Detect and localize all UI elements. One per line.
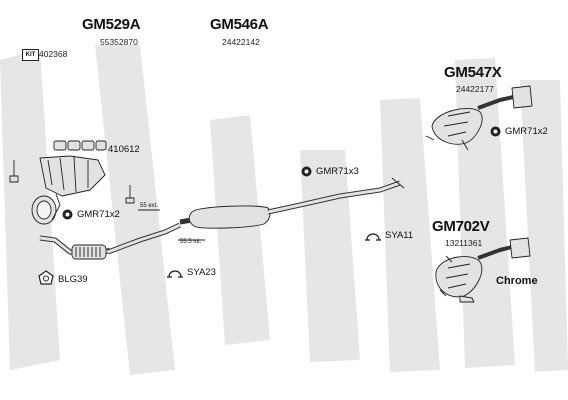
group-code-gm547x[interactable]: GM547X <box>444 64 502 81</box>
part-manifold-gasket[interactable]: 410612 <box>108 144 140 155</box>
group-number-gm546a: 24422142 <box>222 37 260 47</box>
clamp-icon <box>167 270 183 278</box>
kit-reference[interactable]: 402368 <box>39 49 68 59</box>
group-code-gm529a[interactable]: GM529A <box>82 16 141 33</box>
rear-silencer-gm702v[interactable] <box>435 237 531 303</box>
part-clamp-sya11[interactable]: SYA11 <box>385 230 414 241</box>
bolt-center <box>125 185 135 204</box>
group-number-gm702v: 13211361 <box>445 238 483 248</box>
dimension-55-5-int: 55.5 int. <box>180 239 202 245</box>
middle-silencer[interactable] <box>179 177 405 229</box>
part-clamp-sya23[interactable]: SYA23 <box>187 267 216 278</box>
chrome-finish-label: Chrome <box>496 275 538 287</box>
clamp-icon <box>365 233 381 241</box>
rubber-mount-icon <box>490 126 501 137</box>
part-sealing-ring[interactable]: BLG39 <box>58 274 88 285</box>
bolt-left <box>9 160 19 183</box>
group-number-gm529a: 55352870 <box>100 37 138 47</box>
part-mount-mid[interactable]: GMR71x3 <box>316 166 359 177</box>
group-code-gm546a[interactable]: GM546A <box>210 16 269 33</box>
part-mount-right[interactable]: GMR71x2 <box>505 126 548 137</box>
group-code-gm702v[interactable]: GM702V <box>432 218 490 235</box>
dimension-55-ext: 55 ext. <box>140 203 159 209</box>
rubber-mount-icon <box>62 209 73 220</box>
rear-silencer-gm547x[interactable] <box>425 85 533 151</box>
exhaust-manifold[interactable] <box>31 155 106 225</box>
manifold-gasket <box>53 140 107 151</box>
front-pipe[interactable] <box>39 222 182 260</box>
group-number-gm547x: 24422177 <box>456 84 494 94</box>
sealing-ring-icon <box>38 270 54 285</box>
rubber-mount-icon <box>301 166 312 177</box>
part-mount-left[interactable]: GMR71x2 <box>77 209 120 220</box>
kit-icon: KIT <box>22 49 39 61</box>
